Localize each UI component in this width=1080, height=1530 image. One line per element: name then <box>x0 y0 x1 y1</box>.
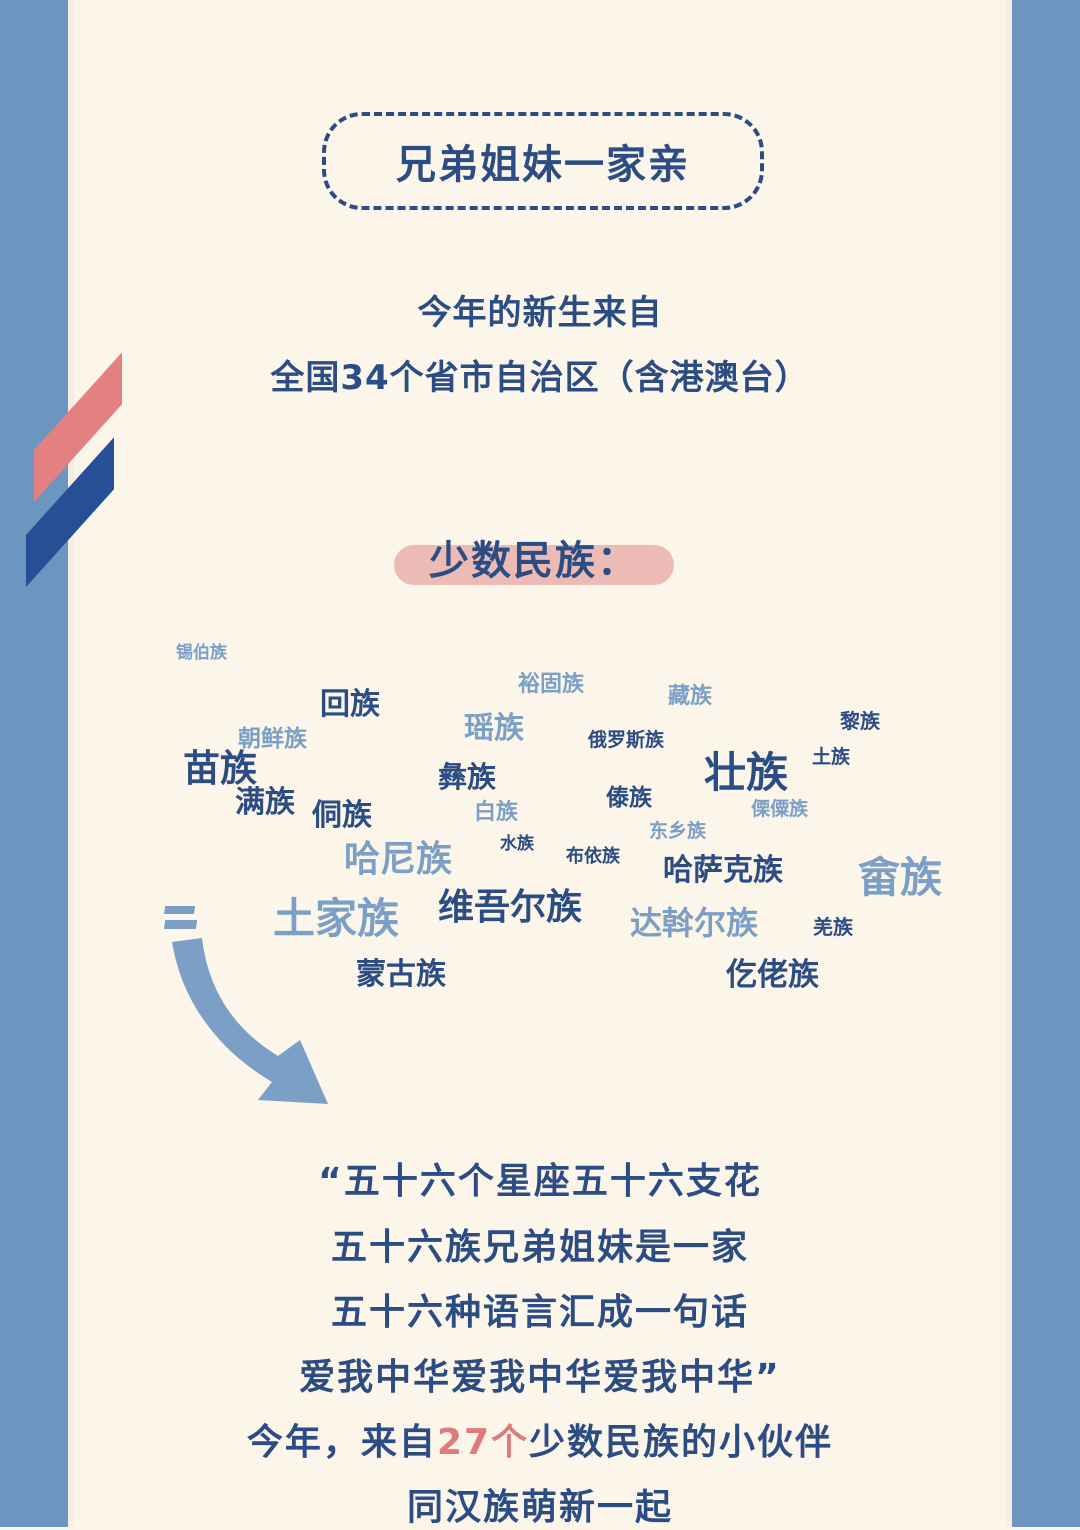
quote-line-4: 爱我中华爱我中华爱我中华” <box>299 1357 781 1398</box>
minority-heading: 少数民族： <box>429 538 639 584</box>
quote-line-6: 同汉族萌新一起 <box>406 1487 673 1528</box>
ethnic-group-zhuang: 壮族 <box>704 748 789 797</box>
ethnic-group-tujia: 土家族 <box>273 894 400 943</box>
right-side-band <box>1012 0 1080 1527</box>
ethnic-group-she: 畲族 <box>858 853 943 902</box>
quote-line-1: “五十六个星座五十六支花 <box>318 1161 762 1202</box>
left-side-line <box>68 0 74 1527</box>
ethnic-group-hani: 哈尼族 <box>344 839 453 880</box>
left-side-band <box>0 0 68 1527</box>
ethnic-group-dongxiang: 东乡族 <box>649 820 707 842</box>
ethnic-group-eluosi: 俄罗斯族 <box>588 729 665 751</box>
ethnic-group-weiwuer: 维吾尔族 <box>438 887 583 928</box>
ethnic-group-chaoxian: 朝鲜族 <box>238 726 307 752</box>
ethnic-group-li: 黎族 <box>840 709 880 733</box>
ethnic-group-hui: 回族 <box>320 687 380 722</box>
right-side-line <box>1006 0 1012 1527</box>
minority-count-highlight: 27个 <box>436 1422 530 1463</box>
ethnic-group-xibo: 锡伯族 <box>176 643 227 663</box>
quote-line-3: 五十六种语言汇成一句话 <box>330 1292 749 1333</box>
intro-line-2: 全国34个省市自治区（含港澳台） <box>270 358 810 398</box>
ethnic-group-yao: 瑶族 <box>464 711 524 746</box>
minority-heading-pill <box>394 545 674 585</box>
quote-line-5: 今年，来自27个少数民族的小伙伴 <box>0 1413 1080 1465</box>
ethnic-group-shui: 水族 <box>500 834 534 854</box>
ethnic-group-miao: 苗族 <box>183 747 257 790</box>
ethnic-group-dawoer: 达斡尔族 <box>630 904 759 942</box>
quote-line-5-suffix: 少数民族的小伙伴 <box>529 1422 834 1463</box>
ethnic-group-dong: 侗族 <box>312 798 372 833</box>
ethnic-group-qiang: 羌族 <box>813 915 853 939</box>
ethnic-group-yi: 彝族 <box>438 760 497 794</box>
ethnic-group-zang: 藏族 <box>668 684 713 709</box>
ethnic-group-gelao: 仡佬族 <box>726 957 819 993</box>
ethnic-group-man: 满族 <box>235 785 295 820</box>
quote-line-5-prefix: 今年，来自 <box>246 1422 437 1463</box>
title-frame: 兄弟姐妹一家亲 <box>322 112 764 210</box>
ethnic-group-hasake: 哈萨克族 <box>663 853 783 888</box>
curved-arrow-icon <box>163 906 328 1104</box>
ethnic-group-tu: 土族 <box>812 746 851 768</box>
intro-line-1: 今年的新生来自 <box>417 293 663 333</box>
ethnic-group-buyi: 布依族 <box>566 846 620 867</box>
quote-line-2: 五十六族兄弟姐妹是一家 <box>330 1227 749 1268</box>
page-title: 兄弟姐妹一家亲 <box>396 142 690 188</box>
ethnic-group-menggu: 蒙古族 <box>356 957 446 992</box>
ethnic-group-lisu: 傈僳族 <box>751 798 809 820</box>
ethnic-group-bai: 白族 <box>474 800 519 825</box>
ethnic-group-yugu: 裕固族 <box>518 672 585 697</box>
ethnic-group-dai: 傣族 <box>606 785 652 811</box>
